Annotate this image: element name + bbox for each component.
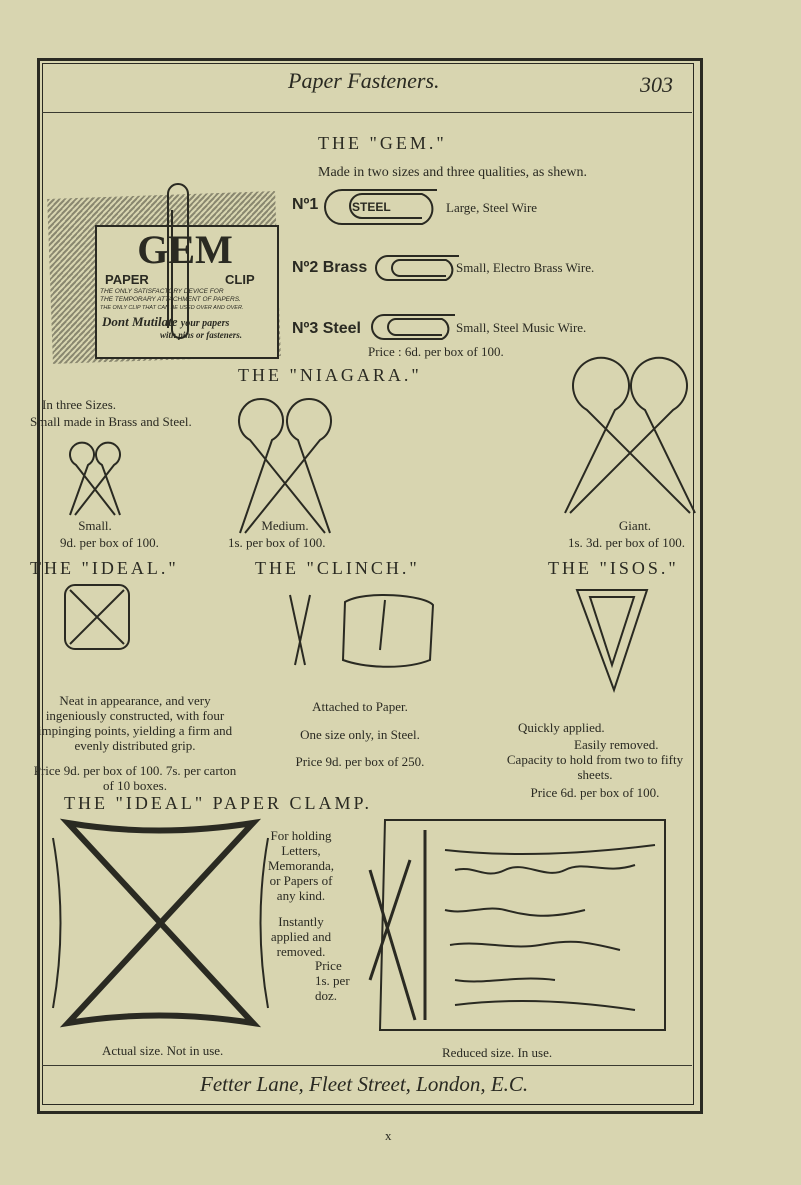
gem-clip-small-icon [375, 255, 459, 281]
niagara-medium-price: 1s. per box of 100. [228, 535, 326, 550]
gem-subtitle: Made in two sizes and three qualities, a… [318, 165, 588, 180]
niagara-giant-name: Giant. [618, 518, 652, 533]
isos-line1: Quickly applied. [518, 720, 605, 735]
ideal-description: Neat in appearance, and very ingeniously… [37, 693, 233, 753]
clamp-description: For holding Letters, Memoranda, or Paper… [267, 828, 335, 903]
card-slogan: your papers [180, 318, 230, 329]
niagara-small-name: Small. [78, 518, 112, 533]
header-rule [42, 112, 692, 113]
niagara-intro: Small made in Brass and Steel. [30, 414, 192, 429]
niagara-medium-name: Medium. [261, 518, 309, 533]
gem-title: THE "GEM." [318, 133, 447, 153]
niagara-medium-clip-icon [238, 397, 332, 534]
gem-brand: GEM [137, 227, 233, 272]
niagara-small-price: 9d. per box of 100. [60, 535, 159, 550]
niagara-small-clip-icon [69, 441, 121, 516]
clinch-line1: Attached to Paper. [312, 699, 408, 714]
ideal-price: Price 9d. per box of 100. 7s. per carton… [33, 763, 237, 793]
card-paper: PAPER [105, 272, 149, 287]
gem-price: Price : 6d. per box of 100. [368, 344, 504, 359]
isos-clip-icon [575, 589, 649, 694]
card-line: THE TEMPORARY ATTACHMENT OF PAPERS. [100, 296, 241, 303]
page-inner-border [42, 63, 694, 1105]
isos-price: Price 6d. per box of 100. [530, 785, 660, 800]
niagara-giant-clip-icon [564, 356, 696, 514]
gem-item-desc: Small, Steel Music Wire. [456, 320, 587, 335]
page-mark: x [385, 1128, 392, 1143]
clamp-title: THE "IDEAL" PAPER CLAMP. [64, 793, 373, 813]
isos-title: THE "ISOS." [548, 558, 679, 578]
footer-rule [42, 1065, 692, 1066]
card-line: THE ONLY SATISFACTORY DEVICE FOR [100, 288, 224, 295]
paper-clamp-actual-icon [52, 818, 269, 1028]
clamp-caption-right: Reduced size. In use. [442, 1045, 553, 1060]
ideal-clip-icon [64, 584, 130, 650]
clinch-clip-icon [289, 593, 435, 668]
gem-card-illustration: GEM PAPER CLIP THE ONLY SATISFACTORY DEV… [47, 180, 281, 380]
paper-clamp-in-use-illustration [368, 819, 666, 1031]
clinch-title: THE "CLINCH." [255, 558, 420, 578]
clamp-caption-left: Actual size. Not in use. [102, 1043, 224, 1058]
paper-clip-icon [167, 183, 189, 339]
niagara-intro: In three Sizes. [42, 397, 117, 412]
page-title: Paper Fasteners. [288, 68, 440, 93]
clamp-usage: Instantly applied and removed. [270, 914, 332, 959]
gem-clip-text: STEEL [352, 200, 391, 214]
clinch-price: Price 9d. per box of 250. [295, 754, 425, 769]
page-border [37, 58, 703, 1114]
isos-line3: Capacity to hold from two to fifty sheet… [506, 752, 684, 782]
isos-line2: Easily removed. [574, 737, 659, 752]
niagara-giant-price: 1s. 3d. per box of 100. [568, 535, 685, 550]
gem-clip-large-icon [324, 189, 437, 225]
gem-clip-small-icon [371, 314, 455, 340]
gem-item-label: Nº1 [292, 196, 319, 213]
card-slogan: with pins or fasteners. [160, 330, 243, 340]
card-clip: CLIP [225, 272, 255, 287]
gem-item-desc: Small, Electro Brass Wire. [456, 260, 595, 275]
page-number: 303 [640, 72, 673, 97]
footer-address: Fetter Lane, Fleet Street, London, E.C. [200, 1072, 529, 1096]
clinch-line2: One size only, in Steel. [300, 727, 420, 742]
gem-item-label: Nº2 Brass [292, 259, 368, 276]
card-slogan: Dont Mutilate [102, 314, 178, 329]
clamp-price: Price 1s. per doz. [315, 958, 350, 1003]
ideal-title: THE "IDEAL." [30, 558, 179, 578]
gem-item-label: Nº3 Steel [292, 320, 361, 337]
gem-item-desc: Large, Steel Wire [446, 200, 538, 215]
niagara-title: THE "NIAGARA." [238, 365, 422, 385]
